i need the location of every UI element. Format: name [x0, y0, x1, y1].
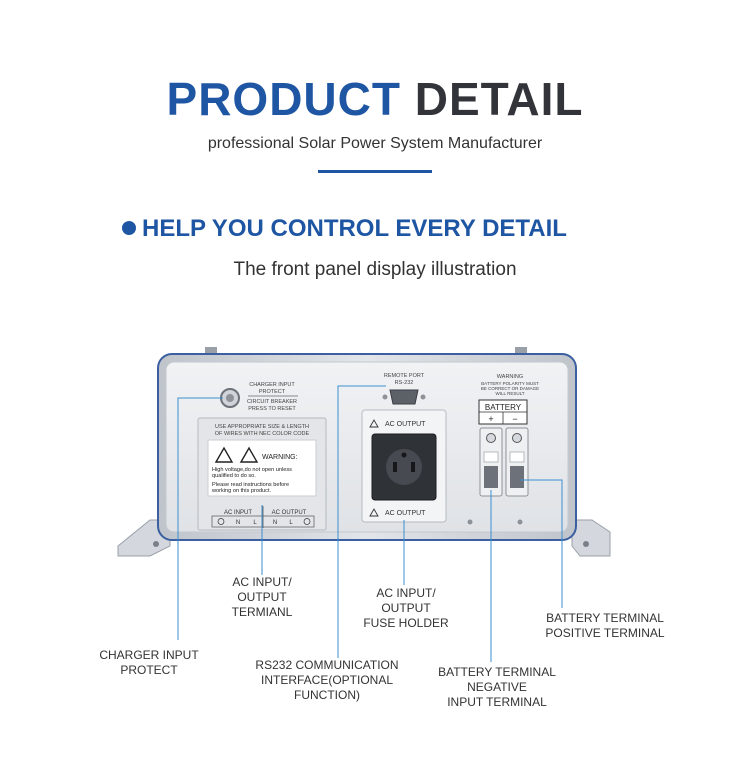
ac-input-label: AC INPUT [224, 510, 252, 516]
callout-line: FUSE HOLDER [363, 616, 449, 630]
callout-line: CHARGER INPUT [99, 648, 199, 662]
callout-line: INTERFACE(OPTIONAL [260, 673, 394, 687]
title-underline [318, 170, 432, 173]
remote-label-2: RS-232 [395, 380, 414, 386]
top-tab-right [515, 347, 527, 357]
battery-label: BATTERY [485, 403, 522, 412]
callout-line: BATTERY TERMINAL [546, 611, 664, 625]
breaker-lever[interactable] [510, 466, 524, 488]
port-screw-icon [382, 394, 388, 400]
leader-battery-positive [520, 479, 563, 608]
callout-fuse-holder: AC INPUT/ OUTPUT FUSE HOLDER [344, 586, 468, 631]
ac-output-label: AC OUTPUT [272, 510, 307, 516]
caution-warning-icon [239, 446, 259, 463]
section-caption: The front panel display illustration [233, 259, 517, 280]
high-voltage-warning-icon [214, 446, 234, 463]
terminal-screw-icon [486, 433, 496, 443]
warning-sticker [207, 439, 317, 497]
callout-line: BATTERY TERMINAL [438, 665, 556, 679]
callout-line: INPUT TERMINAL [447, 695, 547, 709]
battery-warning-3: WILL RESULT [495, 391, 524, 396]
port-screw-icon [420, 394, 426, 400]
charger-label-1: CHARGER INPUT [249, 382, 295, 388]
socket-pin-hole [393, 462, 397, 472]
battery-warning-2: BE CORRECT OR DAMAGE [481, 386, 539, 391]
warning-text-4: working on this product. [211, 488, 272, 494]
terminal-l-out: L [289, 520, 293, 526]
socket-face [386, 449, 422, 485]
socket-pin-hole [411, 462, 415, 472]
breaker-window [483, 451, 499, 463]
warning-title: WARNING: [262, 454, 298, 461]
leader-charger-protect [177, 397, 223, 640]
ground-icon [217, 518, 225, 525]
callout-line: TERMIANL [231, 605, 293, 619]
mount-bracket-right [571, 519, 611, 557]
minus-label: − [512, 414, 517, 424]
wires-note-1: USE APPROPRIATE SIZE & LENGTH [215, 424, 309, 430]
callout-line: RS232 COMMUNICATION [255, 658, 399, 672]
title-word-product: PRODUCT [166, 73, 401, 125]
warning-text-1: High voltage,do not open unless [212, 467, 292, 473]
bracket-screw-icon [583, 541, 589, 547]
callout-line: AC INPUT/ [232, 575, 292, 589]
top-tab-left [205, 347, 217, 357]
callout-line: OUTPUT [381, 601, 431, 615]
title-word-detail: DETAIL [414, 73, 584, 125]
terminal-l-in: L [253, 520, 257, 526]
terminal-screw-icon [512, 433, 522, 443]
callout-line: AC INPUT/ [376, 586, 436, 600]
callout-line: POSITIVE TERMINAL [545, 626, 665, 640]
terminal-n-out: N [273, 520, 277, 526]
terminal-strip [211, 515, 315, 528]
callout-charger-protect: CHARGER INPUT PROTECT [84, 648, 214, 678]
panel-screw-icon [467, 519, 473, 525]
callout-rs232: RS232 COMMUNICATION INTERFACE(OPTIONAL F… [252, 658, 402, 703]
socket-top-label: AC OUTPUT [385, 421, 426, 428]
page-subtitle: professional Solar Power System Manufact… [207, 135, 543, 152]
leader-rs232 [337, 385, 386, 658]
bracket-screw-icon [153, 541, 159, 547]
socket-ground-hole [401, 452, 407, 458]
warning-text-2: qualified to do so. [212, 473, 256, 479]
callout-battery-positive: BATTERY TERMINAL POSITIVE TERMINAL [530, 611, 680, 641]
callout-line: PROTECT [120, 663, 178, 677]
callout-ac-terminal: AC INPUT/ OUTPUT TERMIANL [212, 575, 312, 620]
wires-note-2: OF WIRES WITH NEC COLOR CODE [215, 431, 310, 437]
warning-text-3: Please read instructions before [212, 482, 289, 488]
bullet-dot-icon [122, 220, 136, 235]
ground-icon [303, 518, 311, 525]
breaker-button-cap-icon [226, 394, 234, 402]
charger-label-2: PROTECT [259, 389, 286, 395]
callout-battery-negative: BATTERY TERMINAL NEGATIVE INPUT TERMINAL [432, 665, 562, 710]
breaker-lever[interactable] [484, 466, 498, 488]
battery-warning-top: WARNING [497, 374, 523, 380]
section-heading-text: HELP YOU CONTROL EVERY DETAIL [142, 215, 567, 242]
panel-screw-icon [517, 519, 523, 525]
callout-line: FUNCTION) [294, 688, 360, 702]
leader-lines [177, 385, 563, 662]
caution-icon [369, 508, 379, 517]
breaker-label-2: PRESS TO RESET [248, 406, 296, 412]
plus-label: + [488, 414, 493, 424]
rs232-port[interactable] [389, 389, 419, 405]
battery-warning-1: BATTERY POLARITY MUST [481, 381, 539, 386]
breaker-window [509, 451, 525, 463]
breaker-label-1: CIRCUIT BREAKER [247, 399, 297, 405]
callout-line: NEGATIVE [467, 680, 527, 694]
callout-line: OUTPUT [237, 590, 287, 604]
page-title: PRODUCT DETAIL [0, 72, 750, 126]
terminal-n-in: N [236, 520, 240, 526]
socket-bottom-label: AC OUTPUT [385, 510, 426, 517]
remote-label-1: REMOTE PORT [384, 373, 425, 379]
caution-icon [369, 419, 379, 428]
section-heading: HELP YOU CONTROL EVERY DETAIL [122, 215, 567, 243]
